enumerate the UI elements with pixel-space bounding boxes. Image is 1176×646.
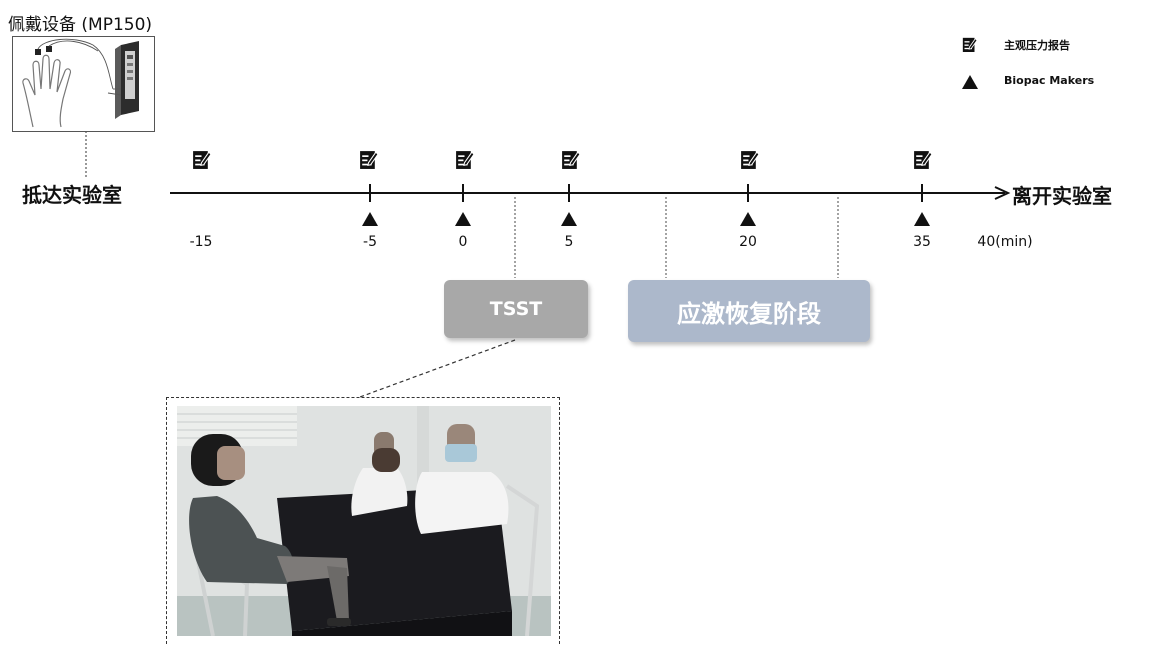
survey-icon-35	[913, 150, 932, 170]
survey-icon-m5	[359, 150, 378, 170]
marker-triangle-icon-35	[914, 212, 930, 226]
tick-label-m5: -5	[363, 234, 377, 250]
tsst-stage-label: TSST	[489, 298, 543, 320]
hand-device-icon	[22, 38, 139, 128]
recovery-stage-label: 应激恢复阶段	[677, 299, 821, 328]
survey-icon-5	[561, 150, 580, 170]
device-illustration	[12, 36, 155, 132]
device-title: 佩戴设备 (MP150)	[8, 15, 153, 35]
legend-survey-label: 主观压力报告	[1004, 39, 1070, 52]
legend-survey-icon	[962, 37, 977, 53]
leave-lab-label: 离开实验室	[1012, 184, 1112, 208]
marker-triangle-icon-5	[561, 212, 577, 226]
legend-marker-label: Biopac Makers	[1004, 74, 1095, 87]
marker-triangle-icon-0	[455, 212, 471, 226]
tick-label-5: 5	[564, 234, 574, 250]
tick-label-0: 0	[458, 234, 468, 250]
recovery-stage-box: 应激恢复阶段	[628, 280, 870, 342]
marker-triangle-icon-m5	[362, 212, 378, 226]
tick-label-20: 20	[739, 234, 757, 250]
tick-label-35: 35	[913, 234, 931, 250]
tick-label-40-min: 40(min)	[977, 234, 1033, 250]
tsst-stage-box: TSST	[444, 280, 588, 338]
survey-icon-20	[740, 150, 759, 170]
survey-icon-0	[455, 150, 474, 170]
tsst-scene-photo	[177, 406, 551, 636]
legend-marker-triangle-icon	[962, 75, 978, 89]
tick-label-m15: -15	[189, 234, 213, 250]
survey-icon-m15	[192, 150, 211, 170]
arrive-lab-label: 抵达实验室	[22, 183, 122, 207]
marker-triangle-icon-20	[740, 212, 756, 226]
tsst-photo-connector	[359, 339, 516, 398]
timeline-arrowhead	[994, 186, 1011, 200]
